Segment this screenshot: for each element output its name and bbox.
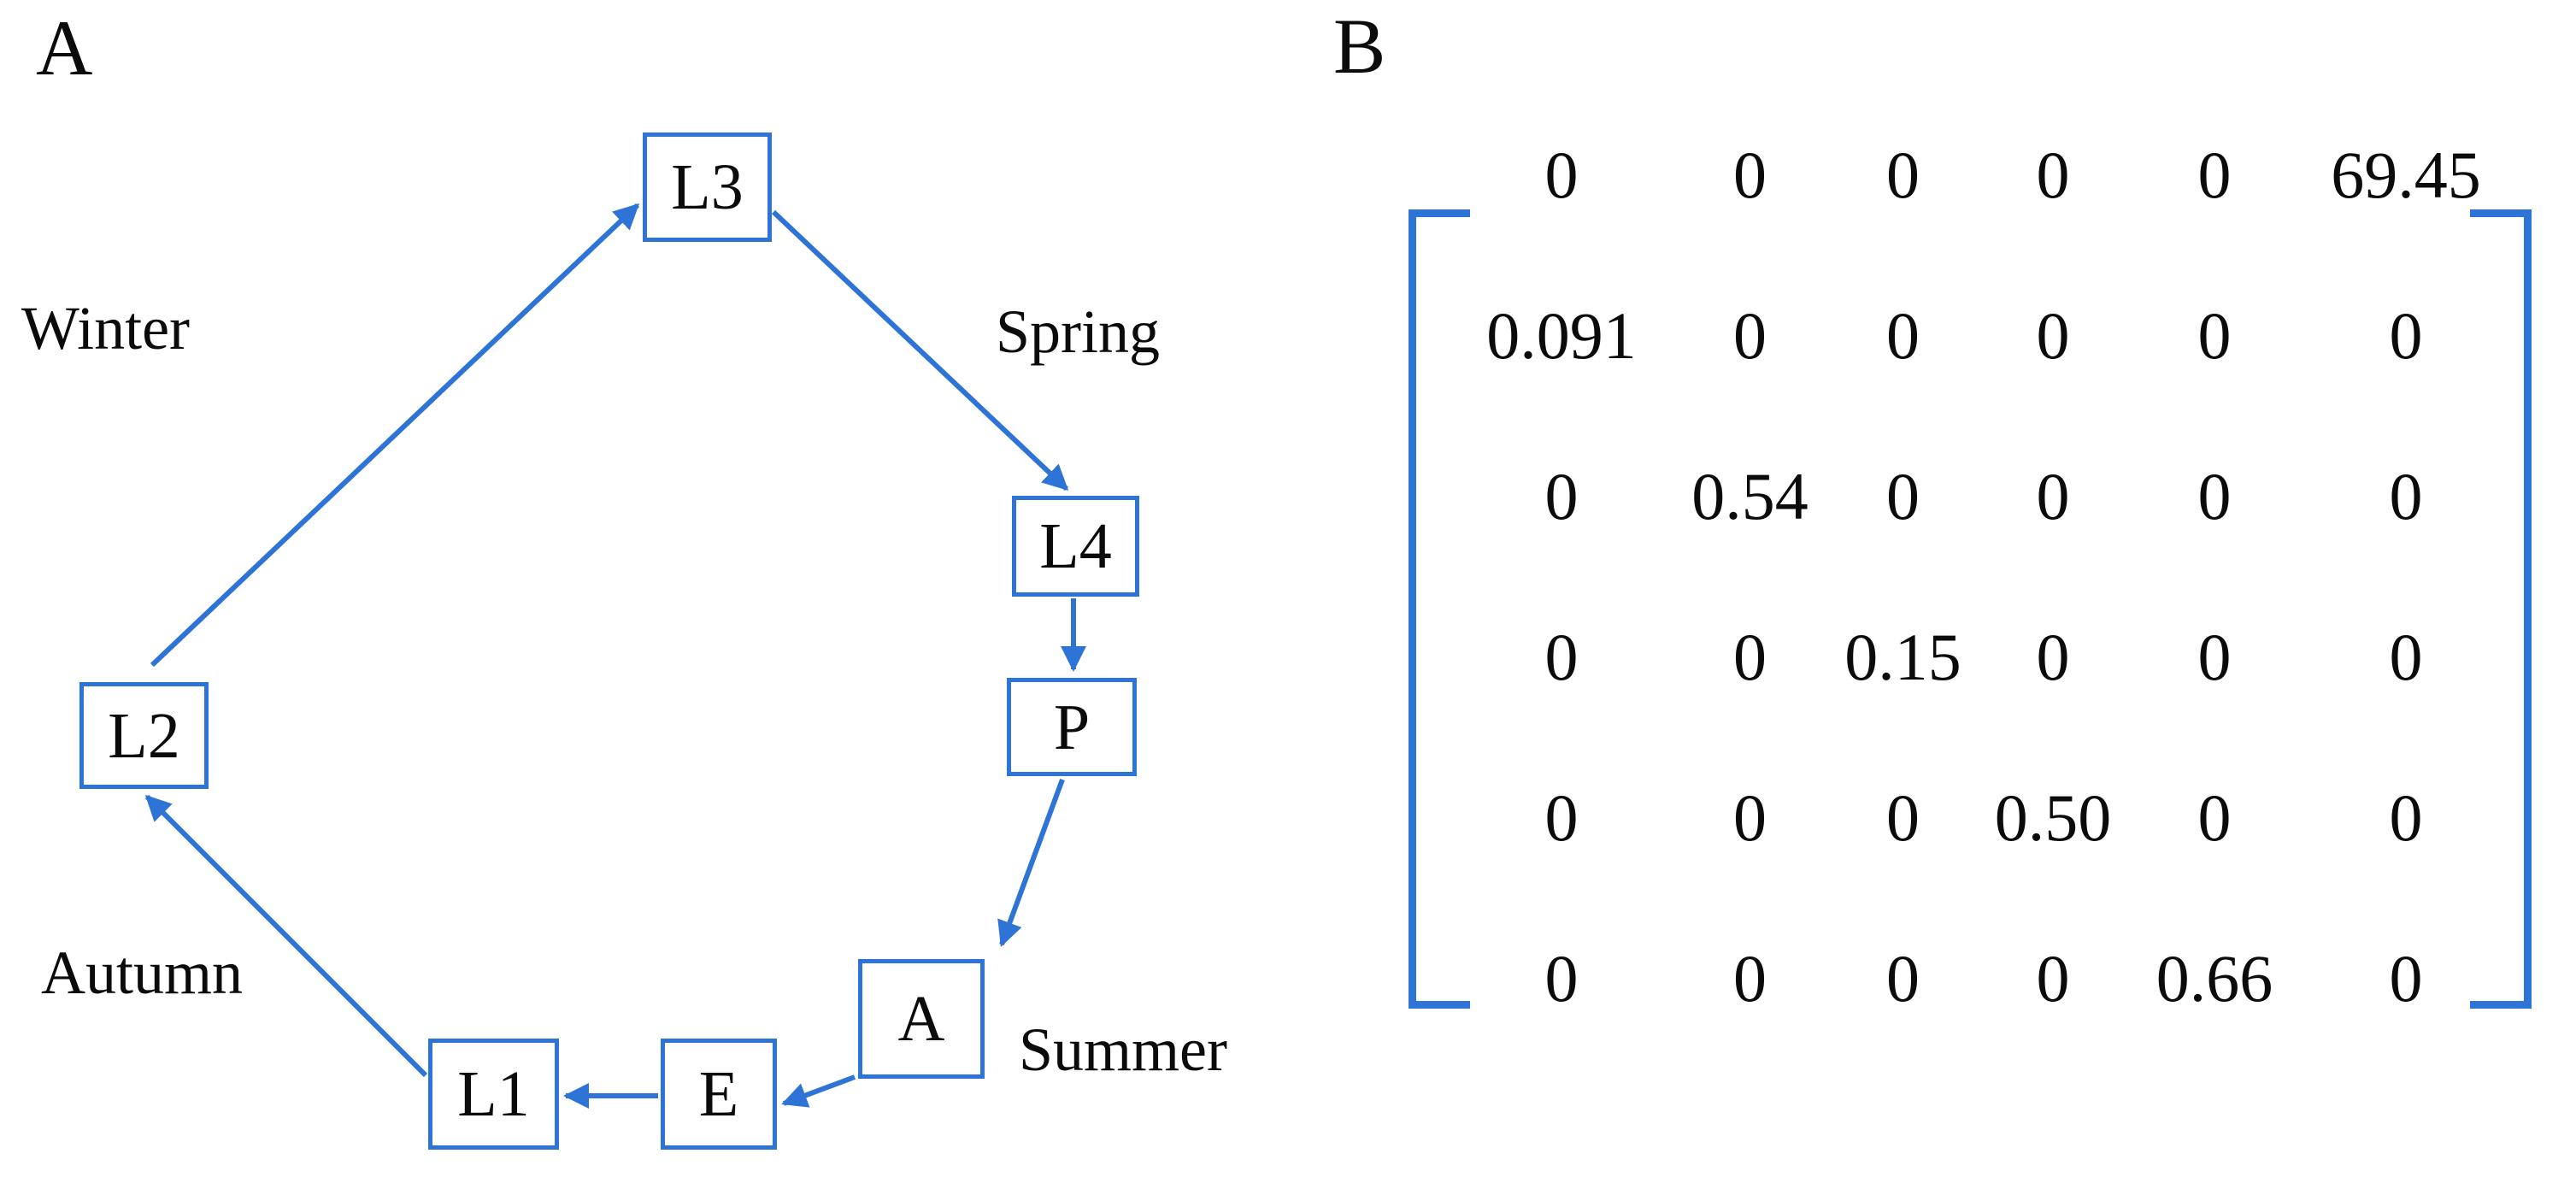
matrix-cell-r5c3: 0 xyxy=(2036,941,2070,1015)
matrix-cell-r2c4: 0 xyxy=(2197,459,2232,533)
matrix-grid: 0 0 0 0 0 69.45 0.091 0 0 0 0 0 0 0.54 0… xyxy=(1453,95,2513,1059)
stage-box-l1: L1 xyxy=(428,1039,559,1150)
matrix-cell-r1c4: 0 xyxy=(2197,298,2232,373)
stage-box-pupa: P xyxy=(1007,678,1137,776)
panel-b-matrix: B 0 0 0 0 0 69.45 0.091 0 0 0 0 0 0 0.54… xyxy=(1325,0,2576,1183)
arrow-l1-to-l2 xyxy=(144,794,428,1078)
matrix-cell-r3c4: 0 xyxy=(2197,620,2232,694)
matrix-cell-r2c5: 0 xyxy=(2389,459,2423,533)
matrix-cell-r0c3: 0 xyxy=(2036,138,2070,212)
matrix-cell-r3c2: 0.15 xyxy=(1844,620,1961,694)
arrow-l2-to-l3 xyxy=(150,203,640,668)
matrix-cell-r0c1: 0 xyxy=(1733,138,1767,212)
matrix-cell-r0c4: 0 xyxy=(2197,138,2232,212)
matrix-cell-r3c1: 0 xyxy=(1733,620,1767,694)
lifecycle-arrows xyxy=(144,203,1086,1109)
arrow-p-to-a xyxy=(997,778,1065,947)
matrix-cell-r1c2: 0 xyxy=(1886,298,1920,373)
season-label-spring: Spring xyxy=(996,297,1161,366)
panel-a-lifecycle: A Winter Spring Autumn Summer L3 L4 P A … xyxy=(21,4,1227,1150)
stage-box-adult: A xyxy=(858,959,985,1079)
arrow-a-to-e xyxy=(781,1074,856,1108)
matrix-cell-r1c1: 0 xyxy=(1733,298,1767,373)
matrix-cell-r3c3: 0 xyxy=(2036,620,2070,694)
matrix-cell-r1c5: 0 xyxy=(2389,298,2423,373)
season-label-summer: Summer xyxy=(1019,1015,1227,1084)
matrix-cell-r1c3: 0 xyxy=(2036,298,2070,373)
season-label-winter: Winter xyxy=(21,294,191,362)
matrix-cell-r0c2: 0 xyxy=(1886,138,1920,212)
matrix-cell-r2c2: 0 xyxy=(1886,459,1920,533)
stage-box-egg: E xyxy=(661,1039,777,1150)
matrix-cell-r4c5: 0 xyxy=(2389,780,2423,855)
matrix-cell-r4c0: 0 xyxy=(1544,780,1579,855)
matrix-cell-r2c0: 0 xyxy=(1544,459,1579,533)
stage-box-l3: L3 xyxy=(643,132,772,242)
matrix-cell-r5c4: 0.66 xyxy=(2155,941,2273,1015)
matrix-cell-r2c3: 0 xyxy=(2036,459,2070,533)
panel-b-label: B xyxy=(1333,3,1386,90)
matrix-cell-r5c0: 0 xyxy=(1544,941,1579,1015)
matrix-cell-r5c5: 0 xyxy=(2389,941,2423,1015)
matrix-cell-r2c1: 0.54 xyxy=(1691,459,1808,533)
matrix-cell-r4c3: 0.50 xyxy=(1994,780,2112,855)
stage-box-l2: L2 xyxy=(79,682,209,789)
matrix-bracket-left xyxy=(1409,209,1470,1009)
matrix-bracket-right xyxy=(2470,209,2532,1009)
matrix-cell-r1c0: 0.091 xyxy=(1486,298,1637,373)
matrix-cell-r0c5: 69.45 xyxy=(2331,138,2481,212)
panel-a-label: A xyxy=(36,4,93,91)
matrix-cell-r5c2: 0 xyxy=(1886,941,1920,1015)
season-label-autumn: Autumn xyxy=(41,939,244,1007)
matrix-cell-r4c2: 0 xyxy=(1886,780,1920,855)
arrow-l3-to-l4 xyxy=(771,209,1069,491)
stage-box-l4: L4 xyxy=(1012,496,1139,597)
matrix-cell-r4c4: 0 xyxy=(2197,780,2232,855)
matrix-cell-r3c5: 0 xyxy=(2389,620,2423,694)
matrix-cell-r0c0: 0 xyxy=(1544,138,1579,212)
matrix-cell-r4c1: 0 xyxy=(1733,780,1767,855)
matrix-cell-r5c1: 0 xyxy=(1733,941,1767,1015)
matrix-cell-r3c0: 0 xyxy=(1544,620,1579,694)
